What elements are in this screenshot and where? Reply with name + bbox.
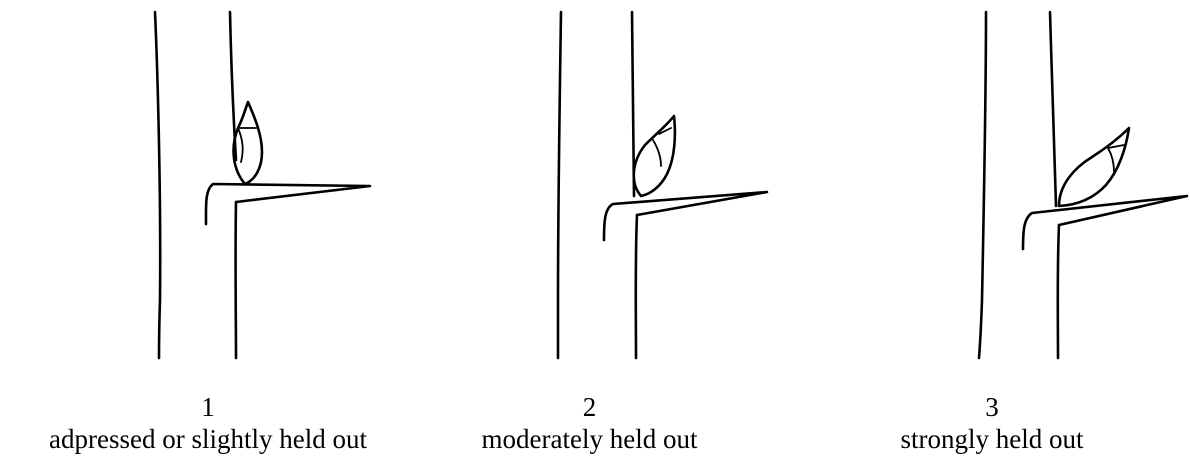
petiole xyxy=(204,182,372,226)
bud-drawing-strong xyxy=(977,10,1189,360)
panel-1: 1 adpressed or slightly held out xyxy=(0,0,397,470)
stem-right-edge-lower xyxy=(634,213,639,360)
bud-drawing-adpressed xyxy=(153,10,372,360)
stem-right-edge-upper xyxy=(1048,10,1058,208)
bud-outline xyxy=(232,100,264,186)
bud-scale-line xyxy=(1107,147,1115,173)
caption-3: 3 strongly held out xyxy=(794,391,1190,455)
bud-scale-line-2 xyxy=(1107,144,1125,149)
panel-2: 2 moderately held out xyxy=(397,0,794,470)
stem-left-edge xyxy=(153,10,162,360)
panel-3: 3 strongly held out xyxy=(794,0,1190,470)
panel-description: moderately held out xyxy=(481,424,698,454)
bud-drawing-moderate xyxy=(556,10,769,360)
panel-description: adpressed or slightly held out xyxy=(49,424,367,454)
stem-left-edge xyxy=(977,10,988,360)
petiole xyxy=(1021,194,1189,251)
bud-outline xyxy=(1057,126,1131,208)
bud-outline xyxy=(632,114,677,198)
petiole xyxy=(602,190,769,242)
panel-number: 2 xyxy=(582,392,597,422)
stem-right-edge-lower xyxy=(1056,223,1061,360)
caption-2: 2 moderately held out xyxy=(391,391,788,455)
stem-left-edge xyxy=(556,10,563,360)
panel-number: 1 xyxy=(201,392,215,422)
panel-number: 3 xyxy=(985,392,999,422)
bud-scale-line-2 xyxy=(658,127,672,135)
bud-scale-line-2 xyxy=(237,127,244,163)
bud-scale-line xyxy=(652,139,662,167)
panel-description: strongly held out xyxy=(900,424,1084,454)
caption-1: 1 adpressed or slightly held out xyxy=(8,391,408,455)
